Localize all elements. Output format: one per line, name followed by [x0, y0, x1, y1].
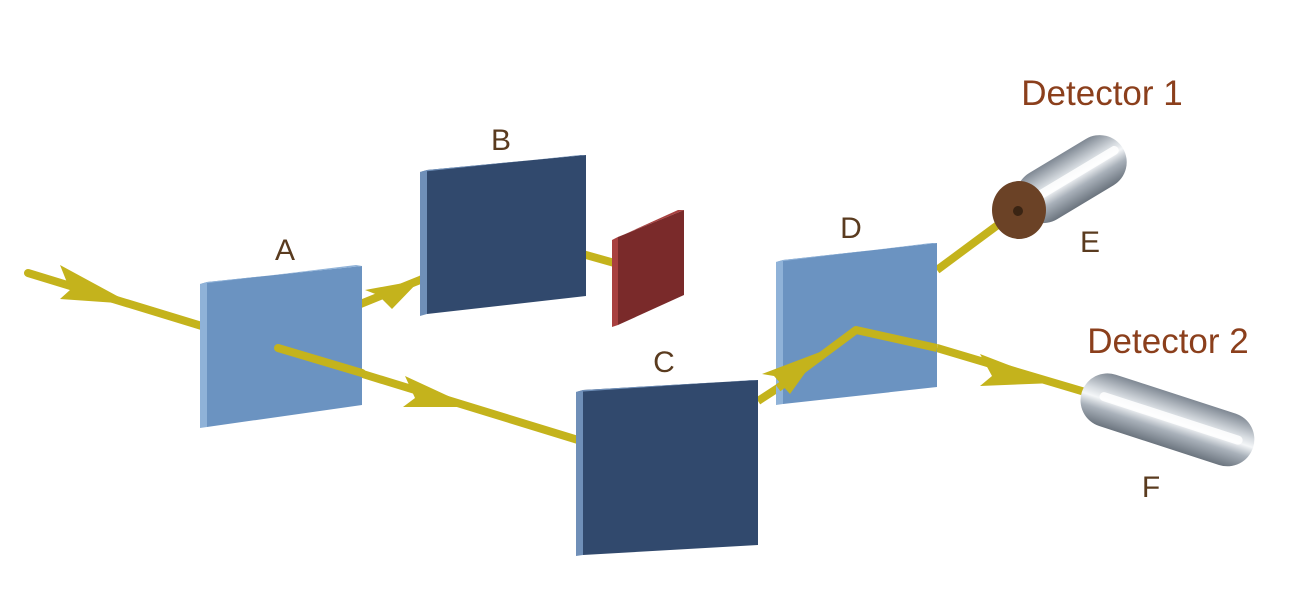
beam-c-to-d — [755, 384, 781, 405]
beam-splitter-d — [776, 243, 937, 405]
mirror-c — [576, 380, 758, 556]
detector-2 — [1080, 373, 1255, 467]
arrow-upper — [365, 280, 420, 309]
arrow-lower — [403, 376, 472, 407]
detector-1-hole — [1013, 206, 1023, 216]
label-detector-1: Detector 1 — [1021, 74, 1182, 113]
arrow-input — [60, 265, 132, 304]
detector-1 — [992, 135, 1127, 239]
label-c: C — [653, 346, 675, 379]
component-labels: A B C D E F Detector 1 Detector 2 — [275, 74, 1249, 504]
label-e: E — [1080, 226, 1100, 259]
mirror-b — [420, 155, 586, 316]
detector-2-highlight — [1099, 392, 1243, 445]
beam-arrowheads — [60, 265, 1055, 407]
label-a: A — [275, 234, 295, 267]
label-detector-2: Detector 2 — [1087, 322, 1248, 361]
label-d: D — [840, 212, 862, 245]
detector-1-highlight — [1035, 145, 1119, 200]
beam-a-internal — [274, 344, 366, 377]
arrow-c-to-d — [762, 352, 820, 394]
beam-blocker — [612, 210, 684, 327]
label-f: F — [1142, 471, 1160, 504]
arrow-to-detector2 — [980, 354, 1055, 386]
label-b: B — [491, 124, 511, 157]
